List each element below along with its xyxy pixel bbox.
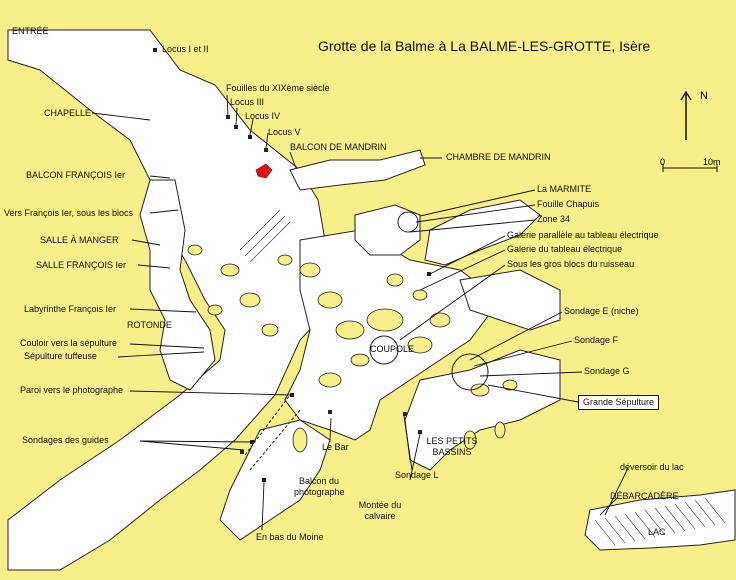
label-sondages-guides: Sondages des guides xyxy=(22,435,109,445)
label-marmite: La MARMITE xyxy=(537,184,592,194)
label-fouilles-19: Fouilles du XIXème siècle xyxy=(226,83,330,93)
label-gros-blocs: Sous les gros blocs du ruisseau xyxy=(507,259,635,269)
scale-start: 0 xyxy=(660,157,666,167)
upper-right-corridor xyxy=(424,199,541,266)
label-salle-manger: SALLE À MANGER xyxy=(40,235,119,245)
label-montee-calvaire: Montée du calvaire xyxy=(358,500,402,521)
label-entree: ENTRÉE xyxy=(12,26,49,36)
label-couloir-sepulture: Couloir vers la sépulture xyxy=(20,338,118,348)
label-labyrinthe: Labyrinthe François Ier xyxy=(24,304,117,314)
label-galerie-tableau: Galerie du tableau électrique xyxy=(507,244,623,254)
label-sondage-f: Sondage F xyxy=(574,335,619,345)
scale-end: 10m xyxy=(703,157,721,167)
label-petits-bassins: LES PETITS BASSINS xyxy=(426,436,478,457)
left-chambers xyxy=(139,179,216,391)
right-passages xyxy=(459,269,561,331)
label-lac: LAC xyxy=(648,527,666,537)
lake-area xyxy=(584,489,736,551)
marmite-branch xyxy=(354,204,421,256)
map-title: Grotte de la Balme à La BALME-LES-GROTTE… xyxy=(318,38,651,54)
label-balcon-francois: BALCON FRANÇOIS Ier xyxy=(26,170,126,180)
label-locus-5: Locus V xyxy=(268,127,301,137)
label-balcon-mandrin: BALCON DE MANDRIN xyxy=(290,142,387,152)
label-sondage-e: Sondage E (niche) xyxy=(564,306,639,316)
label-deversoir: déversoir du lac xyxy=(620,462,684,472)
label-locus-4: Locus IV xyxy=(245,111,281,121)
label-rotonde: ROTONDE xyxy=(127,320,172,330)
label-le-bar: Le Bar xyxy=(322,442,349,452)
label-coupole: COUPOLE xyxy=(370,344,415,354)
label-debarcadere: DÉBARCADÈRE xyxy=(610,491,679,501)
label-grande-sepulture: Grande Sépulture xyxy=(578,395,660,410)
label-sondage-g: Sondage G xyxy=(584,366,630,376)
label-fouille-chapuis: Fouille Chapuis xyxy=(537,199,600,209)
label-vers-francois: Vers François Ier, sous les blocs xyxy=(4,208,134,218)
north-label: N xyxy=(700,90,708,102)
label-galerie-parallele: Galerie parallèle au tableau électrique xyxy=(507,230,659,240)
label-sondage-l: Sondage L xyxy=(395,470,439,480)
label-locus-1-2: Locus I et II xyxy=(162,44,209,54)
central-chamber xyxy=(284,229,501,441)
label-zone34: Zone 34 xyxy=(537,214,571,224)
label-sepulture-tuffeuse: Sépulture tuffeuse xyxy=(24,351,97,361)
red-marker xyxy=(255,163,273,179)
label-chambre-mandrin: CHAMBRE DE MANDRIN xyxy=(446,152,551,162)
label-locus-3: Locus III xyxy=(230,97,265,107)
label-balcon-photographe: Balcon du photographe xyxy=(294,476,345,497)
label-salle-francois: SALLE FRANÇOIS Ier xyxy=(36,260,127,270)
label-en-bas-moine: En bas du Moine xyxy=(256,532,324,542)
label-chapelle: CHAPELLE xyxy=(44,108,92,118)
coupole-circle xyxy=(369,335,399,365)
mandrin-branch xyxy=(289,149,426,191)
label-paroi-photographe: Paroi vers le photographe xyxy=(20,385,124,395)
grande-sepulture-circle xyxy=(451,353,489,391)
